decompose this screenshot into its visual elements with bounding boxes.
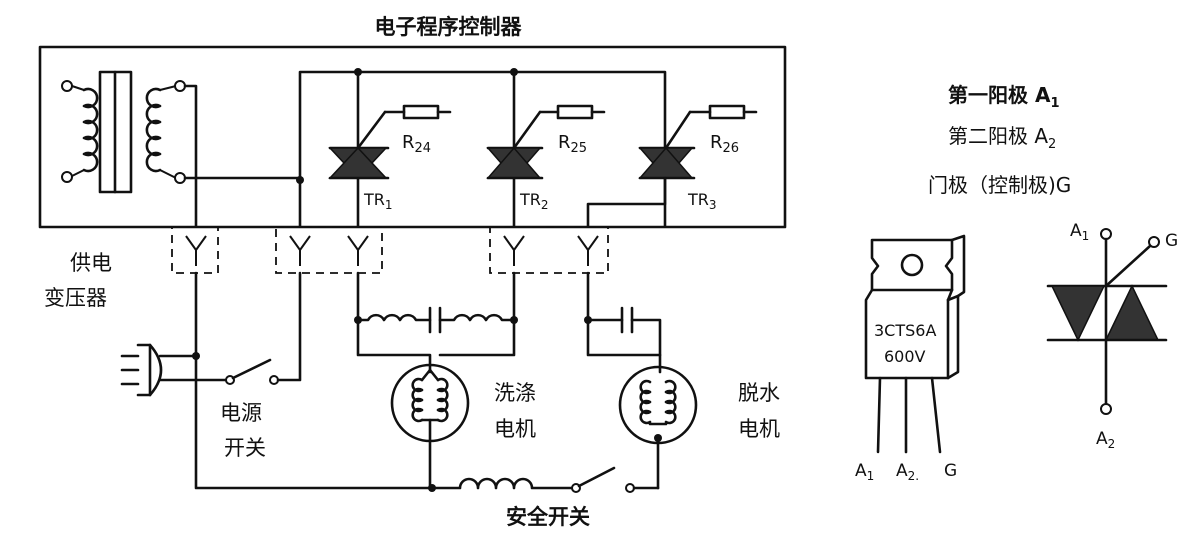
transformer-label-line2: 变压器 [44, 286, 107, 310]
triac-tr2-label: TR2 [519, 190, 549, 212]
wash-motor-label-line2: 电机 [494, 417, 536, 441]
spin-motor-label-line1: 脱水 [738, 381, 780, 405]
package-marking-line2: 600V [884, 347, 926, 366]
connector-right [489, 226, 609, 274]
triac-tr1 [328, 70, 452, 228]
resistor-r24-label: R24 [402, 132, 431, 156]
spin-motor [618, 365, 698, 490]
symbol-gate-label: G [1165, 231, 1178, 251]
wash-motor [390, 363, 470, 490]
legend-gate: 门极（控制极)G [928, 173, 1071, 197]
wash-motor-label-line1: 洗涤 [494, 381, 536, 405]
package-pin1-label: A1 [855, 461, 874, 483]
triac-tr2 [486, 70, 606, 228]
power-plug [120, 343, 228, 397]
safety-switch [428, 466, 660, 493]
triac-tr3 [638, 104, 758, 180]
power-switch-label-line2: 开关 [224, 436, 266, 460]
controller-title: 电子程序控制器 [375, 15, 523, 39]
power-switch [225, 271, 302, 385]
connector-left [171, 226, 219, 274]
legend-anode1: 第一阳极 A1 [948, 83, 1060, 111]
spin-capacitor [586, 306, 662, 357]
package-pin3-label: G [944, 461, 957, 481]
resistor-r25-label: R25 [558, 132, 587, 156]
spin-motor-label-line2: 电机 [738, 417, 780, 441]
symbol-top-label: A1 [1070, 221, 1089, 243]
connector-middle [275, 226, 383, 274]
safety-switch-label: 安全开关 [506, 505, 590, 529]
transformer-symbol [61, 70, 302, 228]
resistor-r26-label: R26 [710, 132, 739, 156]
package-marking-line1: 3CTS6A [874, 321, 936, 340]
triac-package [864, 234, 966, 454]
controller-box [38, 45, 787, 229]
legend-anode2: 第二阳极 A2 [948, 124, 1056, 152]
wash-capacitor-coils [356, 306, 516, 334]
triac-symbol [1046, 228, 1168, 415]
power-switch-label-line1: 电源 [220, 401, 262, 425]
symbol-bottom-label: A2 [1096, 429, 1115, 451]
triac-tr1-label: TR1 [363, 190, 393, 212]
package-pin2-label: A2. [896, 461, 919, 483]
triac-tr3-label: TR3 [687, 190, 717, 212]
transformer-label-line1: 供电 [70, 251, 112, 275]
